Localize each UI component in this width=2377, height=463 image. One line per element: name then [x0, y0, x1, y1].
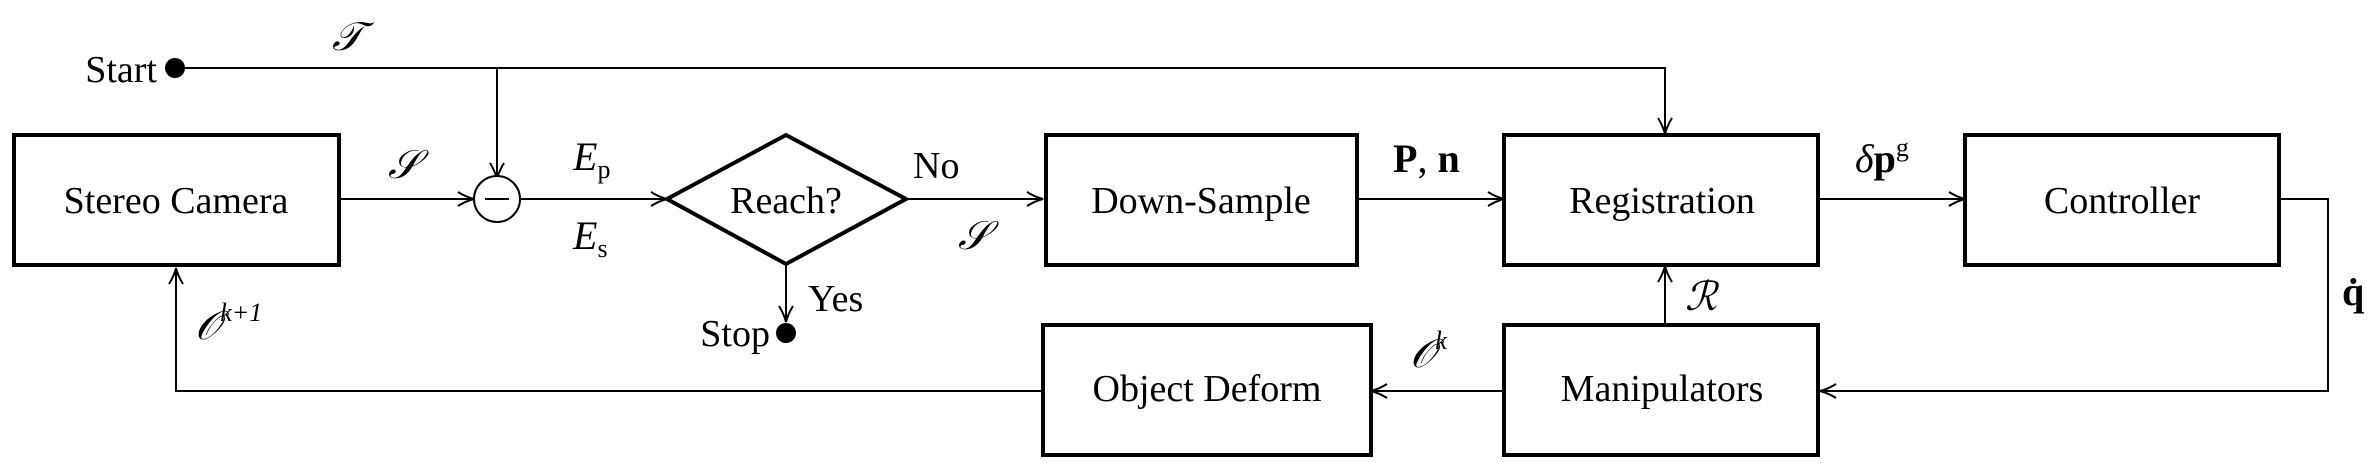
es-subscript: s — [597, 234, 607, 263]
ep-label: Ep — [572, 134, 610, 184]
start-dot — [165, 58, 185, 78]
delta-symbol: δ — [1855, 136, 1875, 181]
n-letter: n — [1437, 136, 1459, 181]
o-k1-label: 𝒪k+1 — [195, 298, 262, 348]
reach-label: Reach? — [730, 180, 842, 222]
p-n-label: P, n — [1393, 136, 1460, 181]
start-label: Start — [85, 49, 157, 91]
controller-label: Controller — [2044, 180, 2201, 222]
q-dot-label: q̇ — [2342, 269, 2364, 314]
manipulators-box — [1502, 323, 1820, 457]
p-bold: p — [1874, 136, 1896, 181]
es-letter: E — [572, 213, 597, 258]
stereo-camera-label: Stereo Camera — [64, 180, 289, 222]
down-sample-box — [1044, 133, 1359, 267]
object-deform-label: Object Deform — [1093, 368, 1322, 410]
yes-label: Yes — [808, 278, 863, 320]
s-label-down: 𝒮 — [958, 213, 999, 258]
down-sample-label: Down-Sample — [1091, 180, 1311, 222]
stereo-camera-box — [12, 133, 341, 267]
o-k1-superscript: k+1 — [220, 298, 262, 327]
o-k-superscript: k — [1435, 326, 1447, 355]
edge-objectdeform-to-camera — [168, 267, 1043, 392]
controller-box — [1963, 133, 2281, 267]
ep-subscript: p — [597, 155, 610, 184]
stop-dot — [776, 323, 796, 343]
object-deform-box — [1041, 323, 1373, 457]
s-label-camera: 𝒮 — [388, 142, 429, 187]
p-n-comma: , — [1417, 136, 1437, 181]
stop-label: Stop — [700, 313, 770, 355]
edge-controller-to-manipulators — [1819, 198, 2329, 399]
g-superscript: g — [1896, 133, 1909, 162]
registration-box — [1502, 133, 1820, 267]
reach-decision — [662, 132, 911, 267]
edge-start-to-registration — [175, 67, 1673, 135]
tau-label: 𝒯 — [332, 14, 375, 59]
no-label: No — [913, 145, 959, 187]
o-k-label: 𝒪k — [1410, 326, 1447, 376]
es-label: Es — [572, 213, 608, 263]
r-label: ℛ — [1685, 274, 1720, 319]
registration-label: Registration — [1569, 180, 1755, 222]
delta-p-label: δpg — [1855, 133, 1909, 181]
ep-letter: E — [572, 134, 597, 179]
manipulators-label: Manipulators — [1561, 368, 1764, 410]
p-letter: P — [1393, 136, 1417, 181]
